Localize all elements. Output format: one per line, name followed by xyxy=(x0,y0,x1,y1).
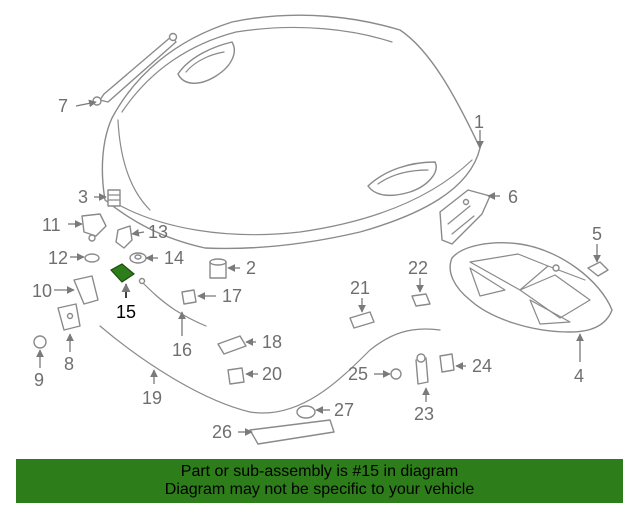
callout-10: 10 xyxy=(32,281,52,301)
release-cable-19 xyxy=(99,325,441,414)
hood-strut xyxy=(92,32,178,106)
release-cable-16 xyxy=(138,277,207,327)
hood-panel xyxy=(101,14,481,250)
callout-20: 20 xyxy=(262,364,282,384)
callout-17: 17 xyxy=(222,286,242,306)
callout-14: 14 xyxy=(164,248,184,268)
clip-20 xyxy=(227,367,245,385)
clip-24 xyxy=(439,353,455,373)
bolt-9 xyxy=(33,335,47,349)
hood-insulator xyxy=(449,242,613,333)
callout-23: 23 xyxy=(414,404,434,424)
callout-7: 7 xyxy=(58,96,68,116)
grommet-14 xyxy=(129,252,147,264)
bracket-8 xyxy=(57,303,81,331)
callout-3: 3 xyxy=(78,187,88,207)
small-bracket-5 xyxy=(587,261,609,277)
parts-diagram: 7 1 3 6 11 13 5 12 14 2 22 21 10 17 15 1… xyxy=(32,14,613,445)
callout-5: 5 xyxy=(592,224,602,244)
callout-26: 26 xyxy=(212,422,232,442)
callout-11: 11 xyxy=(42,215,61,235)
bolt-23 xyxy=(415,353,429,385)
sensor-22 xyxy=(411,293,431,307)
nut-25 xyxy=(390,368,402,380)
washer-12 xyxy=(84,253,100,263)
callout-12: 12 xyxy=(48,248,68,268)
callout-22: 22 xyxy=(408,258,428,278)
callout-18: 18 xyxy=(262,332,282,352)
callout-6: 6 xyxy=(508,187,518,207)
release-handle-15 xyxy=(110,263,136,283)
clip-17 xyxy=(181,289,197,305)
leader-lines xyxy=(36,99,601,436)
bracket-18 xyxy=(217,335,247,355)
callout-2: 2 xyxy=(246,258,256,278)
latch-11 xyxy=(81,213,107,242)
highlight-banner: Part or sub-assembly is #15 in diagram D… xyxy=(16,459,623,503)
clip-13 xyxy=(115,225,133,249)
callout-19: 19 xyxy=(142,388,162,408)
callout-27: 27 xyxy=(334,400,354,420)
seal-27 xyxy=(296,405,316,419)
callout-9: 9 xyxy=(34,370,44,390)
callout-21: 21 xyxy=(350,278,370,298)
banner-line-disclaimer: Diagram may not be specific to your vehi… xyxy=(164,481,475,498)
callout-1: 1 xyxy=(474,112,484,132)
callout-24: 24 xyxy=(472,356,492,376)
callout-8: 8 xyxy=(64,354,74,374)
bumper-2 xyxy=(209,258,227,279)
callout-4: 4 xyxy=(574,366,584,386)
callout-25: 25 xyxy=(348,364,368,384)
callout-labels: 7 1 3 6 11 13 5 12 14 2 22 21 10 17 15 1… xyxy=(32,96,602,442)
hood-hinge xyxy=(439,189,491,245)
bumper-3 xyxy=(107,189,121,207)
banner-line-part: Part or sub-assembly is #15 in diagram xyxy=(180,463,459,480)
callout-15: 15 xyxy=(116,302,136,322)
bracket-10 xyxy=(73,275,99,305)
trim-26 xyxy=(249,419,335,445)
callout-13: 13 xyxy=(148,222,168,242)
callout-16: 16 xyxy=(172,340,192,360)
switch-21 xyxy=(349,311,375,329)
